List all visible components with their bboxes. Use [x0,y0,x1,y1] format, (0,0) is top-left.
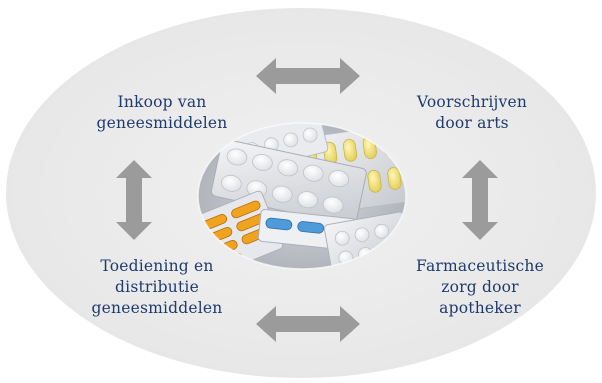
node-toediening-line-2: distributie [115,278,199,296]
node-voorschrijven-line-2: door arts [435,114,509,132]
node-farmaceutische: Farmaceutische zorg door apotheker [400,256,560,319]
node-farmaceutische-line-2: zorg door [441,278,519,296]
node-inkoop-line-2: geneesmiddelen [96,114,228,132]
node-toediening-line-3: geneesmiddelen [91,299,223,317]
node-inkoop: Inkoop van geneesmiddelen [92,92,232,134]
node-farmaceutische-line-1: Farmaceutische [416,257,544,275]
arrow-toediening-inkoop [116,160,152,240]
node-toediening-line-1: Toediening en [100,257,214,275]
pill-blister-packs-photo [197,122,407,270]
node-voorschrijven: Voorschrijven door arts [402,92,542,134]
arrow-farmaceutische-toediening [256,306,360,342]
arrow-voorschrijven-farmaceutische [462,160,498,240]
node-inkoop-line-1: Inkoop van [117,93,207,111]
node-toediening: Toediening en distributie geneesmiddelen [72,256,242,319]
node-voorschrijven-line-1: Voorschrijven [416,93,528,111]
arrow-inkoop-voorschrijven [256,58,360,94]
node-farmaceutische-line-3: apotheker [439,299,521,317]
